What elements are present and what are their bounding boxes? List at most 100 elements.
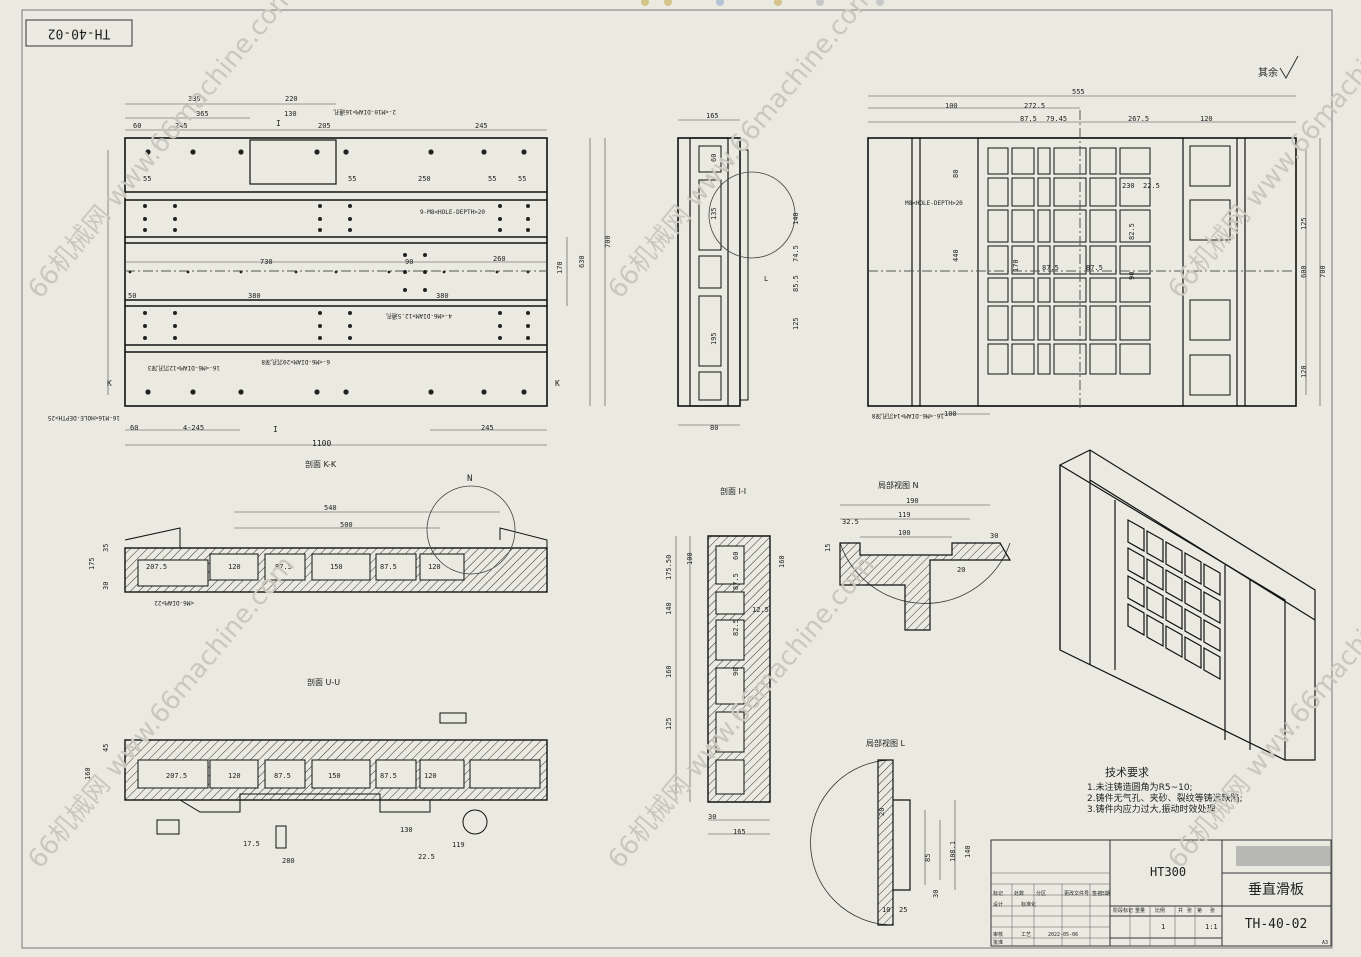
hole [173,336,177,340]
sheet-mark: A3 [1322,940,1328,946]
rib-cell [987,277,1009,303]
hole [423,288,427,292]
dim-front-55c: 55 [488,175,496,183]
dim-kk-120a: 120 [228,563,241,571]
title-block-label: 张 [1187,907,1192,914]
iso-cell [1146,613,1164,648]
detail-l-title: 局部视图 L [866,738,906,748]
rib-cell [1011,343,1035,375]
title-block-label: 张 [1210,907,1215,914]
part-number: TH-40-02 [1245,917,1308,932]
hole [526,204,530,208]
dim-back-555: 555 [1072,88,1085,96]
dim-back-87b: 87.5 [1042,264,1059,272]
date-text: 2022-05-06 [1048,932,1078,938]
hole [498,204,502,208]
dim-back-125: 125 [1300,217,1308,230]
rib-cell [1089,209,1117,243]
rib-cell [1037,305,1051,341]
hole [403,253,407,257]
dim-n-100: 100 [898,529,911,537]
dim-kk-87b: 87.5 [380,563,397,571]
rib-cell [1053,177,1087,207]
section-void [311,759,371,789]
pocket [1189,199,1231,241]
rib-cell [1053,147,1087,175]
rib-cell [987,343,1009,375]
hole [498,324,502,328]
dim-kk-500: 500 [340,521,353,529]
dim-kk-207: 207.5 [146,563,167,571]
scale-text: 1:1 [1205,923,1218,931]
dim-back-230: 230 [1122,182,1135,190]
back-view: 555 100 272.5 267.5 120 87.5 79.45 230 2… [867,88,1327,420]
rib-cell [1011,277,1035,303]
hole [348,336,352,340]
dim-back-80: 80 [952,170,960,178]
section-void [137,759,209,789]
section-void [715,619,745,661]
hole [526,228,530,232]
rib-cell [1037,177,1051,207]
rib-cell [1011,147,1035,175]
dim-back-79: 79.45 [1046,115,1067,123]
dim-side-195: 195 [710,332,718,345]
dim-l-20: 20 [878,808,886,816]
hole [403,288,407,292]
watermark-text: 66机械网 www.66machine.com [602,0,881,304]
section-mark-i-top: I [276,119,281,128]
dim-uu-130: 130 [400,826,413,834]
title-block-label: 签名 [1092,890,1102,897]
hole [348,217,352,221]
hole [423,270,427,274]
dim-ii-100: 100 [686,552,694,565]
title-block-label: 设计 [993,901,1003,908]
hole [348,311,352,315]
blurred-logo [1236,846,1330,866]
dim-uu-17: 17.5 [243,840,260,848]
hole [238,389,244,395]
title-block-label: 标准化 [1021,901,1036,908]
hole [318,311,322,315]
hole [526,336,530,340]
rib-cell [987,245,1009,275]
dim-front-630: 630 [578,255,586,268]
rib-cell [1053,277,1087,303]
callout-m6-12: 4-<M6-DIAM>12.5通孔 [386,312,452,320]
iso-cell [1127,602,1145,637]
dim-side-74: 74.5 [792,245,800,262]
hole [314,149,320,155]
hole [481,389,487,395]
part-name: 垂直滑板 [1248,881,1304,898]
pocket [1189,299,1231,341]
hole [498,217,502,221]
hole [173,324,177,328]
hole [143,336,147,340]
dim-front-260: 260 [493,255,506,263]
iso-cell [1203,618,1221,653]
rib-cell [1119,305,1151,341]
hole [238,149,244,155]
iso-cell [1184,579,1202,614]
section-void [209,759,259,789]
section-void [264,759,306,789]
tech-notes-title: 技术要求 [1105,766,1149,779]
hole [318,217,322,221]
dim-front-130: 130 [284,110,297,118]
hole [294,270,298,274]
material-text: HT300 [1150,865,1186,879]
hole [387,270,391,274]
hole [526,270,530,274]
dim-ii-160: 160 [665,665,673,678]
dim-front-170: 170 [556,261,564,274]
dim-n-20: 20 [957,566,965,574]
dim-front-60b: 60 [130,424,138,432]
dim-l-30: 30 [932,890,940,898]
rib-cell [1011,245,1035,275]
dim-uu-160: 160 [84,767,92,780]
dim-side-125: 125 [792,317,800,330]
section-void [137,559,209,587]
hole [143,324,147,328]
section-void [715,667,745,705]
